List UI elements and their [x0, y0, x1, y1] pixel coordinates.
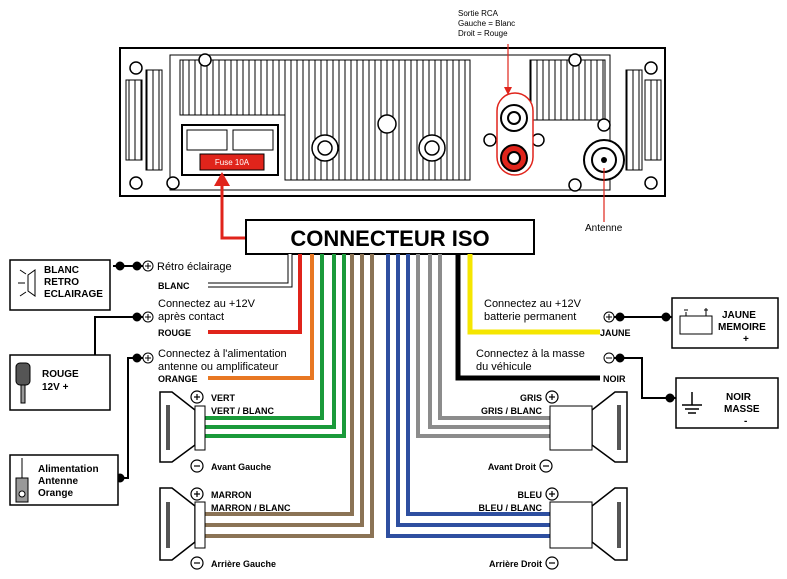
mass-label-1: Connectez à la masse	[476, 348, 585, 360]
box-alim-line2: Antenne	[38, 476, 78, 487]
rr-minus: BLEU / BLANC	[479, 503, 543, 513]
fl-plus: VERT	[211, 393, 236, 403]
battery-icon	[679, 308, 713, 335]
iso-connector	[245, 219, 535, 255]
iso-socket: Fuse 10A	[181, 124, 279, 176]
fr-name: Avant Droit	[488, 462, 536, 472]
antenna-label: Antenne	[585, 223, 623, 234]
box-jaune-line2: MEMOIRE	[718, 322, 766, 333]
box-blanc-line3: ECLAIRAGE	[44, 289, 103, 300]
box-blanc-line1: BLANC	[44, 265, 79, 276]
box-jaune-line3: +	[743, 334, 749, 345]
rr-plus: BLEU	[518, 490, 543, 500]
box-noir-line1: NOIR	[726, 392, 752, 403]
plus12-label-1: Connectez au +12V	[158, 298, 256, 310]
rca-line2: Gauche = Blanc	[458, 19, 515, 28]
speaker-rear-left	[159, 487, 206, 561]
key-icon	[15, 362, 31, 404]
rca-line1: Sortie RCA	[458, 9, 499, 18]
speaker-front-left	[159, 391, 206, 463]
box-rouge-line1: ROUGE	[42, 369, 79, 380]
fuse-label: Fuse 10A	[215, 158, 250, 167]
rl-name: Arrière Gauche	[211, 559, 276, 569]
alim-label-1: Connectez à l'alimentation	[158, 348, 287, 360]
blanc-label: BLANC	[158, 281, 190, 291]
box-noir-line2: MASSE	[724, 404, 760, 415]
plus12-label-2: après contact	[158, 311, 224, 323]
ground-icon	[682, 392, 702, 414]
speaker-front-right	[549, 391, 628, 463]
box-jaune	[671, 297, 779, 349]
antenna-socket	[583, 139, 625, 181]
antenna-motor-icon	[15, 458, 29, 503]
fl-name: Avant Gauche	[211, 462, 271, 472]
jaune-label: JAUNE	[600, 328, 631, 338]
light-icon	[18, 269, 36, 297]
radio-unit: Fuse 10A	[119, 47, 666, 197]
retro-label: Rétro éclairage	[157, 261, 232, 273]
right-wires	[386, 254, 600, 538]
orange-label: ORANGE	[158, 374, 198, 384]
fl-minus: VERT / BLANC	[211, 406, 275, 416]
box-jaune-line1: JAUNE	[722, 310, 756, 321]
box-noir	[675, 377, 779, 429]
rca-outputs	[496, 92, 534, 176]
box-alim-line3: Orange	[38, 488, 73, 499]
box-alim-line1: Alimentation	[38, 464, 99, 475]
rca-line3: Droit = Rouge	[458, 29, 508, 38]
rouge-label: ROUGE	[158, 328, 191, 338]
mass-label-2: du véhicule	[476, 361, 532, 373]
rl-minus: MARRON / BLANC	[211, 503, 291, 513]
alim-label-2: antenne ou amplificateur	[158, 361, 279, 373]
fr-plus: GRIS	[520, 393, 542, 403]
rr-name: Arrière Droit	[489, 559, 542, 569]
terminal-plus-icon	[142, 260, 154, 364]
bat-label-1: Connectez au +12V	[484, 298, 582, 310]
box-noir-line3: -	[744, 416, 747, 427]
box-rouge-line2: 12V +	[42, 382, 69, 393]
bat-label-2: batterie permanent	[484, 311, 576, 323]
box-blanc	[9, 259, 111, 311]
box-blanc-line2: RETRO	[44, 277, 79, 288]
rl-plus: MARRON	[211, 490, 252, 500]
connector-title: CONNECTEUR ISO	[290, 226, 489, 251]
fr-minus: GRIS / BLANC	[481, 406, 543, 416]
noir-label: NOIR	[603, 374, 626, 384]
speaker-rear-right	[549, 487, 628, 561]
screw-icon	[129, 53, 658, 192]
left-wires	[205, 254, 374, 538]
